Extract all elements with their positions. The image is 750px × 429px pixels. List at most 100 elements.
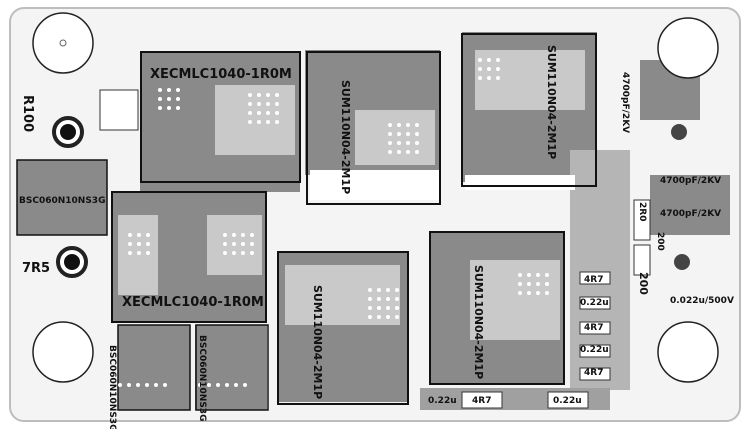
via-dot (386, 297, 390, 301)
via-dot (225, 383, 229, 387)
via-dot (250, 242, 254, 246)
cap-hv-3-label: 4700pF/2KV (660, 209, 721, 219)
via-dot (232, 233, 236, 237)
via-dot (377, 315, 381, 319)
via-dot (266, 120, 270, 124)
via-dot (415, 132, 419, 136)
via-dot (397, 150, 401, 154)
via-dot (478, 76, 482, 80)
via-dot (496, 76, 500, 80)
via-dot (368, 306, 372, 310)
via-dot (487, 76, 491, 80)
via-dot (395, 306, 399, 310)
via-dot (241, 251, 245, 255)
via-dot (377, 297, 381, 301)
via-dot (241, 233, 245, 237)
mosfet-left-label: BSC060N10NS3G (19, 196, 105, 206)
res-4r7-c-label: 4R7 (584, 368, 603, 378)
via-dot (545, 291, 549, 295)
mosfet-bottom-1-label: BSC060N10NS3G (107, 345, 117, 429)
res-2r0-label: 2R0 (637, 202, 647, 221)
via-dot (536, 291, 540, 295)
via-dot (118, 383, 122, 387)
via-dot (167, 97, 171, 101)
via-dot (415, 123, 419, 127)
mosfet-bottom-2-label: BSC060N10NS3G (197, 335, 207, 421)
via-dot (176, 106, 180, 110)
via-dot (478, 67, 482, 71)
via-dot (275, 93, 279, 97)
via-dot (545, 282, 549, 286)
res-200-a-label: 200 (637, 272, 650, 295)
via-dot (397, 123, 401, 127)
res-4r7-d-label: 4R7 (472, 396, 491, 406)
via-dot (257, 111, 261, 115)
via-dot (478, 58, 482, 62)
component-outlines (16, 33, 597, 411)
via-dot (167, 106, 171, 110)
via-dot (518, 291, 522, 295)
via-dot (158, 106, 162, 110)
via-dot (176, 88, 180, 92)
cap-500v-label: 0.022u/500V (670, 296, 734, 306)
sum-bottom-right-label: SUM110N04-2M1P (472, 265, 485, 379)
via-dot (176, 97, 180, 101)
via-dot (386, 306, 390, 310)
res-4r7-a-label: 4R7 (584, 275, 603, 285)
via-dot (158, 97, 162, 101)
via-dot (266, 102, 270, 106)
via-dot (248, 120, 252, 124)
via-dot (232, 242, 236, 246)
via-dot (128, 242, 132, 246)
via-dot (388, 150, 392, 154)
resistor-7r5-label: 7R5 (22, 261, 50, 276)
via-dot (397, 132, 401, 136)
via-dot (136, 383, 140, 387)
via-dot (223, 233, 227, 237)
via-dot (377, 288, 381, 292)
res-200-b-label: 200 (655, 232, 665, 251)
via-dot (368, 288, 372, 292)
via-dot (406, 141, 410, 145)
via-dot (388, 141, 392, 145)
via-dot (154, 383, 158, 387)
mounting-holes (32, 12, 719, 383)
via-dot (167, 88, 171, 92)
small-passives (99, 89, 651, 409)
inductor-top-label: XECMLC1040-1R0M (150, 67, 292, 82)
via-dot (266, 93, 270, 97)
via-dot (368, 297, 372, 301)
via-dot (158, 88, 162, 92)
via-dot (388, 132, 392, 136)
via-dot (223, 242, 227, 246)
via-dot (241, 242, 245, 246)
via-dot (406, 132, 410, 136)
via-dot (527, 291, 531, 295)
via-dot (527, 273, 531, 277)
cap-022-b-label: 0.22u (580, 345, 609, 355)
via-dot (545, 273, 549, 277)
cap-022-a-label: 0.22u (580, 298, 609, 308)
via-dot (257, 102, 261, 106)
via-dot (487, 58, 491, 62)
via-dot (137, 251, 141, 255)
via-dot (250, 251, 254, 255)
via-dot (386, 315, 390, 319)
via-dot (163, 383, 167, 387)
via-dot (415, 150, 419, 154)
via-dot (198, 383, 202, 387)
via-dot (257, 120, 261, 124)
via-dot (248, 93, 252, 97)
via-dot (216, 383, 220, 387)
via-dot (266, 111, 270, 115)
via-dot (388, 123, 392, 127)
via-dot (496, 67, 500, 71)
cap-hv-2-label: 4700pF/2KV (660, 176, 721, 186)
resistor-r100-label: R100 (20, 95, 35, 132)
via-dot (397, 141, 401, 145)
via-dot (377, 306, 381, 310)
sum-bottom-left-label: SUM110N04-2M1P (311, 285, 324, 399)
sum-top-right-label: SUM110N04-2M1P (545, 45, 558, 159)
via-dot (275, 111, 279, 115)
via-dot (415, 141, 419, 145)
